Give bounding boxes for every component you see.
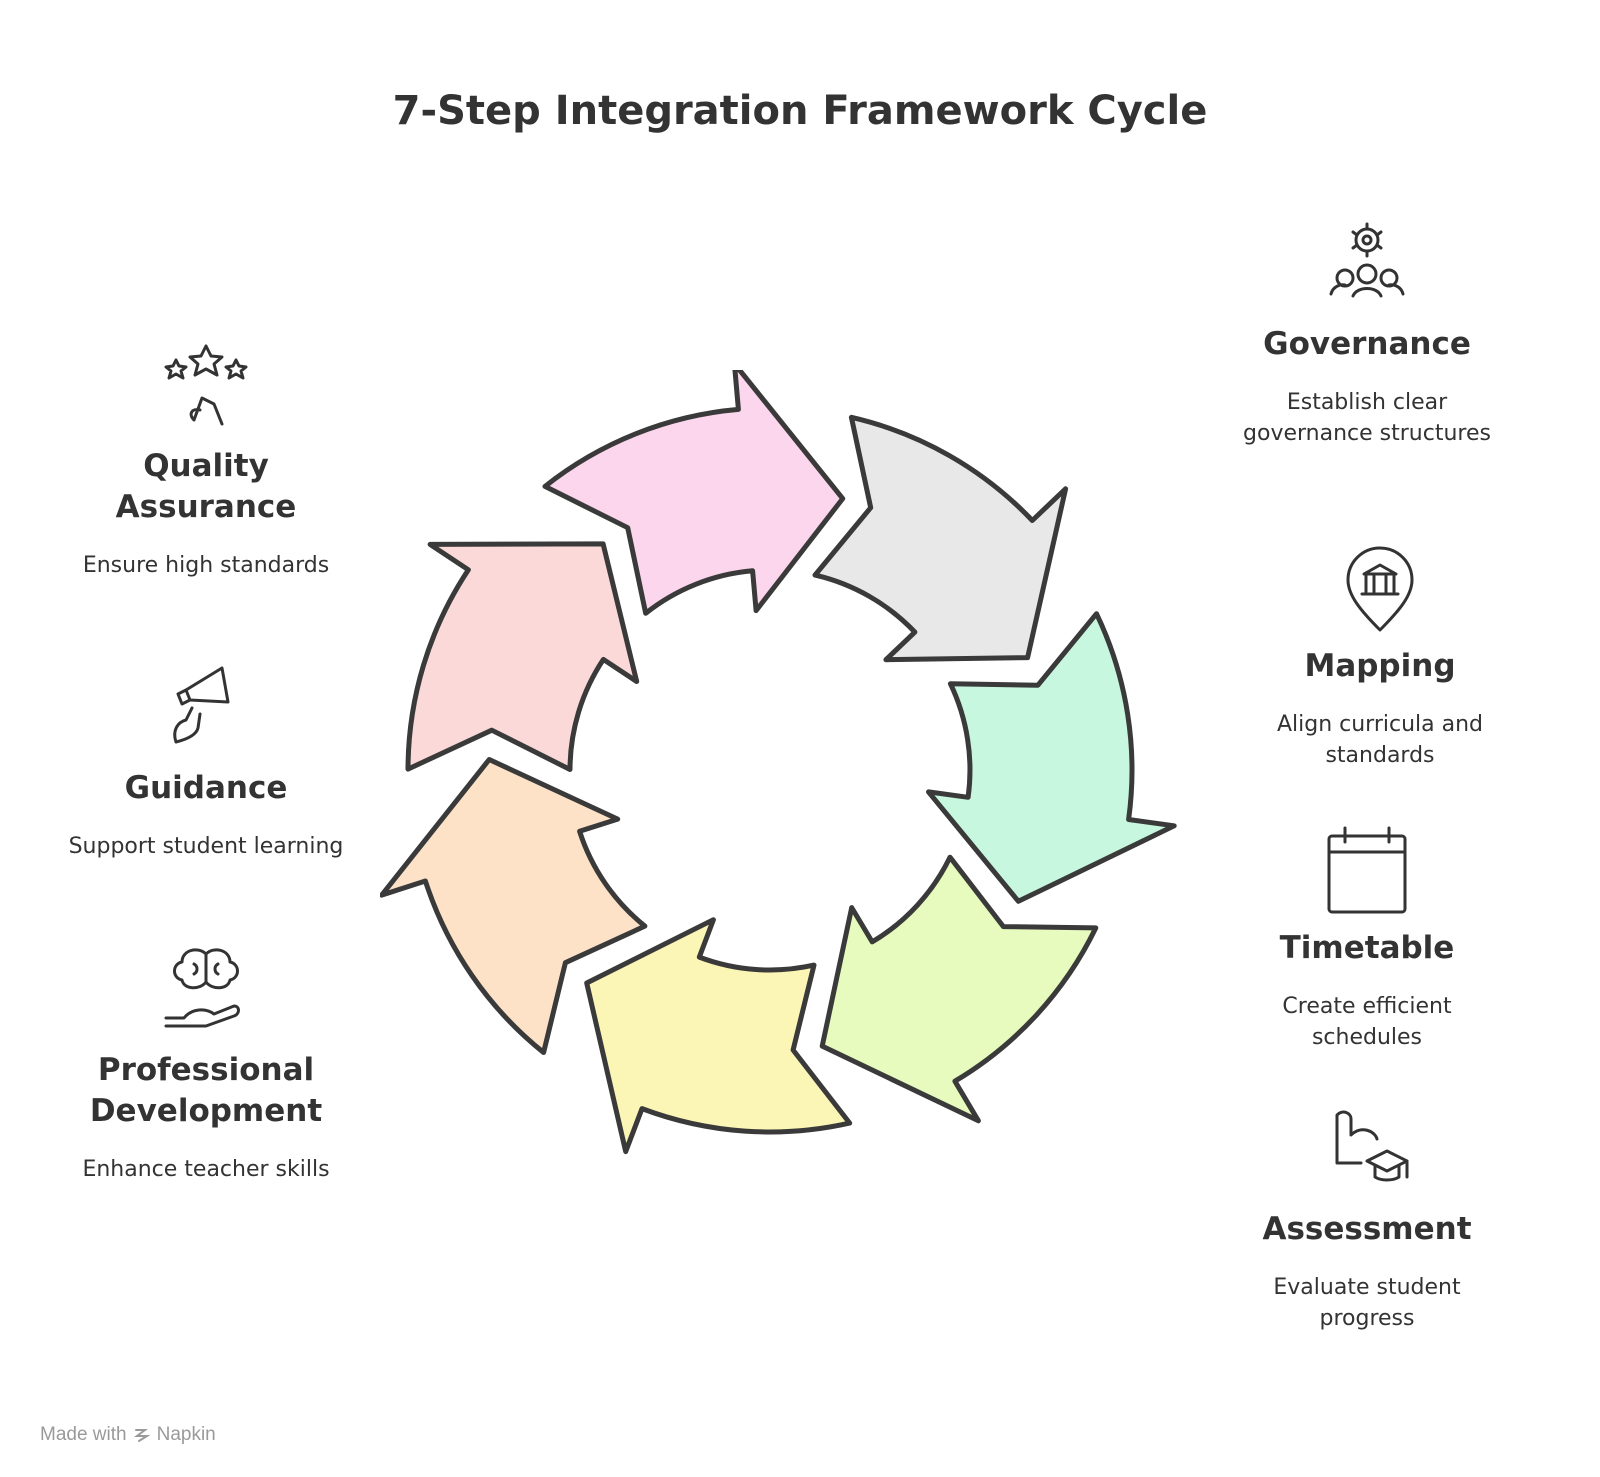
- step-governance: Governance Establish clear governance st…: [1227, 218, 1507, 449]
- cycle-diagram: [380, 370, 1177, 1155]
- step-professional-development: Professional Development Enhance teacher…: [66, 944, 346, 1185]
- step-name: Assessment: [1262, 1211, 1472, 1247]
- step-quality-assurance: Quality Assurance Ensure high standards: [66, 340, 346, 581]
- step-timetable: Timetable Create efficient schedules: [1227, 822, 1507, 1053]
- step-description: Align curricula and standards: [1276, 712, 1484, 768]
- step-name: Guidance: [124, 770, 288, 806]
- step-description: Evaluate student progress: [1273, 1275, 1461, 1331]
- governance-icon: [1329, 222, 1405, 298]
- footer-brand: Napkin: [156, 1424, 216, 1445]
- napkin-logo-icon: [133, 1429, 151, 1442]
- megaphone-icon: [173, 666, 230, 744]
- calendar-icon: [1327, 826, 1407, 914]
- cycle-arrow-assessment: [584, 917, 853, 1155]
- cycle-arrow-governance: [812, 414, 1069, 663]
- stars-hand-icon: [164, 344, 248, 426]
- step-guidance: Guidance Support student learning: [66, 662, 346, 862]
- footer-made-with: Made with: [40, 1424, 127, 1445]
- diagram-title: 7-Step Integration Framework Cycle: [392, 88, 1208, 134]
- brain-hand-icon: [164, 948, 240, 1028]
- cycle-arrow-professional-development: [380, 757, 648, 1055]
- step-assessment: Assessment Evaluate student progress: [1227, 1103, 1507, 1334]
- cycle-arrow-mapping: [926, 611, 1177, 904]
- step-name: Professional Development: [89, 1052, 323, 1129]
- step-name: Governance: [1263, 326, 1471, 362]
- museum-pin-icon: [1346, 546, 1414, 632]
- footer-attribution: Made with Napkin: [40, 1424, 216, 1446]
- step-description: Establish clear governance structures: [1243, 390, 1491, 446]
- cycle-arrow-timetable: [819, 854, 1099, 1124]
- cycle-arrow-guidance: [405, 541, 640, 772]
- step-name: Quality Assurance: [115, 448, 297, 525]
- graduation-arm-icon: [1335, 1110, 1409, 1182]
- step-description: Enhance teacher skills: [82, 1157, 330, 1182]
- step-description: Create efficient schedules: [1282, 994, 1452, 1050]
- step-name: Mapping: [1304, 648, 1456, 684]
- step-name: Timetable: [1279, 930, 1455, 966]
- step-mapping: Mapping Align curricula and standards: [1240, 540, 1520, 771]
- step-description: Support student learning: [68, 834, 344, 859]
- cycle-arrow-quality-assurance: [542, 370, 846, 616]
- step-description: Ensure high standards: [82, 553, 330, 578]
